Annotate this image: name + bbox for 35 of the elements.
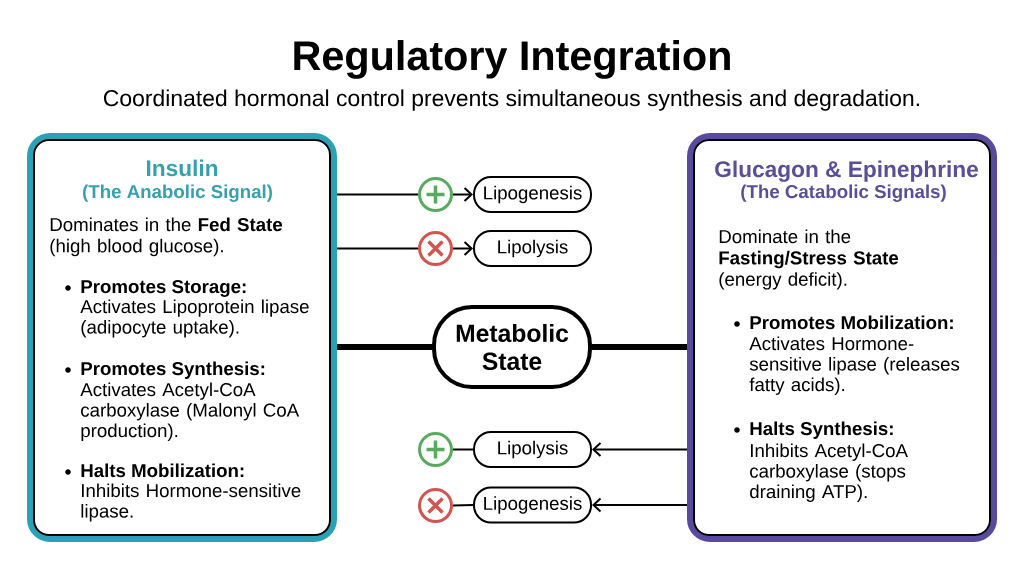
state-pill: Metabolic State	[432, 305, 592, 389]
bullet-text: Inhibits Acetyl-CoA carboxylase (stops draining ATP).	[750, 443, 908, 502]
plus-circle-icon	[418, 432, 453, 467]
process-pill: Lipolysis	[473, 431, 592, 468]
bullet-text: Inhibits Hormone-sensitive lipase.	[81, 483, 301, 522]
process-pill: Lipogenesis	[473, 176, 592, 213]
connector-line	[452, 448, 474, 451]
connector-line	[452, 504, 474, 507]
arrow	[592, 442, 688, 457]
process-pill: Lipolysis	[473, 230, 592, 267]
plus-circle-icon	[418, 177, 453, 212]
panel-subheading: (The Catabolic Signals)	[741, 184, 946, 202]
bullet-heading: Halts Synthesis:	[750, 421, 893, 439]
bullet-text: Activates Hormone-sensitive lipase (releases fatty acids).	[749, 336, 960, 395]
title: Regulatory Integration	[294, 40, 730, 79]
bullet-heading: Promotes Storage:	[81, 279, 246, 297]
panel-subheading: (The Anabolic Signal)	[83, 184, 272, 202]
bullet-heading: Promotes Mobilization:	[750, 315, 953, 330]
paragraph: Dominates in the Fed State (high blood glucose).	[50, 217, 283, 257]
bullet-heading: Promotes Synthesis:	[81, 361, 265, 379]
panel-heading: Glucagon & Epinephrine	[715, 160, 978, 182]
bullet-text: Activates Lipoprotein lipase (adipocyte uptake).	[80, 299, 309, 338]
process-pill: Lipogenesis	[473, 486, 592, 524]
arrow	[452, 187, 473, 202]
connector-line	[336, 247, 419, 250]
arrow	[452, 241, 473, 256]
subtitle: Coordinated hormonal control prevents simultaneous synthesis and degradation.	[103, 89, 919, 111]
bullet-text: Activates Acetyl-CoA carboxylase (Malonyl CoA production).	[80, 382, 300, 441]
arrow	[592, 497, 688, 513]
cross-circle-icon	[418, 488, 453, 523]
panel-heading: Insulin	[147, 159, 218, 177]
bullet-heading: Halts Mobilization:	[81, 463, 244, 478]
cross-circle-icon	[418, 231, 453, 266]
connector-line	[336, 193, 419, 196]
paragraph: Dominate in the Fasting/Stress State (energy deficit).	[719, 229, 899, 290]
